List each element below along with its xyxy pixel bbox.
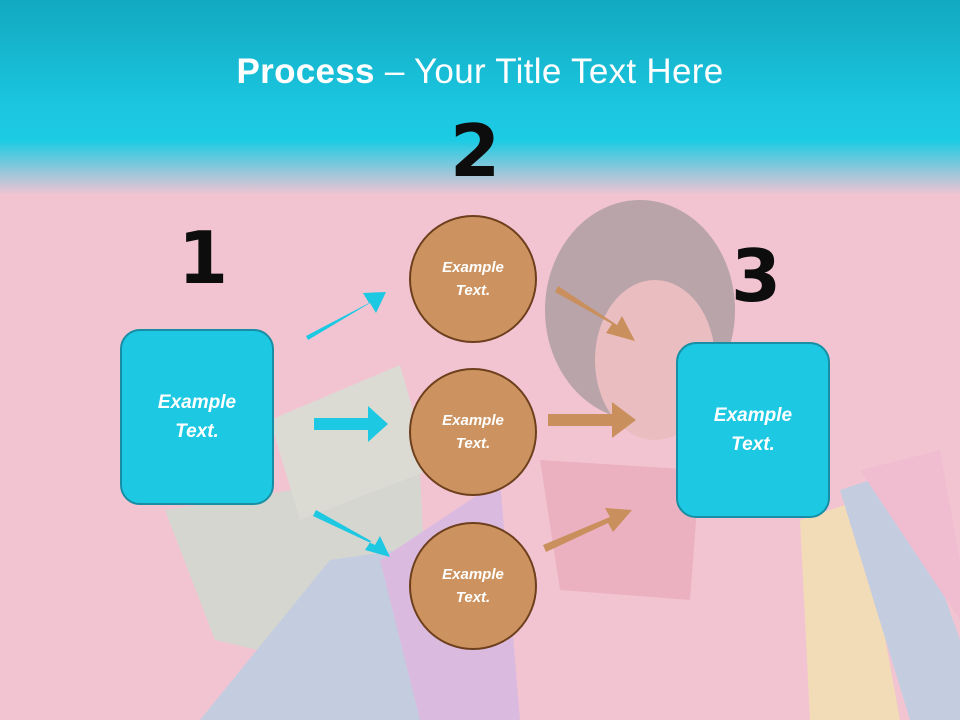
title-rest: – Your Title Text Here bbox=[374, 52, 724, 91]
process-circle-bottom: Example Text. bbox=[409, 522, 537, 650]
slide-title: Process – Your Title Text Here bbox=[0, 52, 960, 92]
title-bold: Process bbox=[236, 52, 375, 91]
step-number-1: 1 bbox=[178, 216, 229, 300]
step-number-3: 3 bbox=[731, 234, 782, 318]
circle-top-text: Example Text. bbox=[442, 259, 504, 299]
arrows-blue bbox=[306, 292, 390, 557]
box-right-text: Example Text. bbox=[713, 405, 793, 455]
process-circle-middle: Example Text. bbox=[409, 368, 537, 496]
process-box-right: Example Text. bbox=[676, 342, 830, 518]
process-box-left: Example Text. bbox=[120, 329, 274, 505]
step-number-2: 2 bbox=[450, 109, 501, 193]
arrows-brown bbox=[543, 286, 636, 552]
box-left-text: Example Text. bbox=[157, 392, 237, 442]
circle-middle-text: Example Text. bbox=[442, 412, 504, 452]
circle-bottom-text: Example Text. bbox=[442, 566, 504, 606]
process-circle-top: Example Text. bbox=[409, 215, 537, 343]
